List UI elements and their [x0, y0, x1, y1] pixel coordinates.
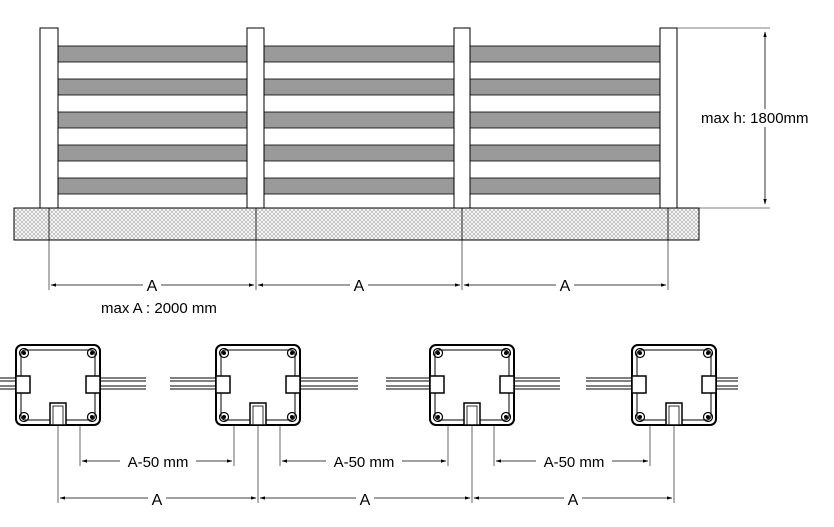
span-label-3: A	[560, 278, 571, 295]
max-span-label: max A : 2000 mm	[101, 300, 217, 317]
plan-span-label-2: A	[360, 492, 371, 509]
fence-panel-3	[469, 45, 661, 195]
fence-post-2	[246, 27, 265, 209]
rail-sections	[0, 377, 738, 390]
height-dimension: max h: 1800mm	[677, 27, 828, 209]
inner-span-label-1: A-50 mm	[128, 454, 189, 471]
span-label-2: A	[354, 278, 365, 295]
fence-post-4	[659, 27, 678, 209]
post-section-2	[215, 344, 301, 426]
post-plan-view: A-50 mm A-50 mm A-50 mm A A A	[0, 344, 738, 509]
span-dimensions-plan: A A A	[57, 425, 675, 509]
post-section-4	[631, 344, 717, 426]
fence-elevation: max h: 1800mm A A A max A : 2000 mm	[13, 27, 828, 317]
span-dimensions-elevation: A A A max A : 2000 mm	[48, 240, 669, 317]
span-label-1: A	[147, 278, 158, 295]
plan-span-label-3: A	[568, 492, 579, 509]
max-height-label: max h: 1800mm	[701, 110, 809, 127]
fence-panel-2	[263, 45, 455, 195]
fence-panel-1	[57, 45, 248, 195]
plan-span-label-1: A	[152, 492, 163, 509]
inner-span-dimensions: A-50 mm A-50 mm A-50 mm	[79, 425, 651, 471]
foundation	[13, 207, 700, 241]
post-section-3	[429, 344, 515, 426]
fence-post-3	[453, 27, 471, 209]
fence-post-1	[39, 27, 59, 209]
inner-span-label-2: A-50 mm	[334, 454, 395, 471]
post-section-1	[15, 344, 101, 426]
inner-span-label-3: A-50 mm	[544, 454, 605, 471]
